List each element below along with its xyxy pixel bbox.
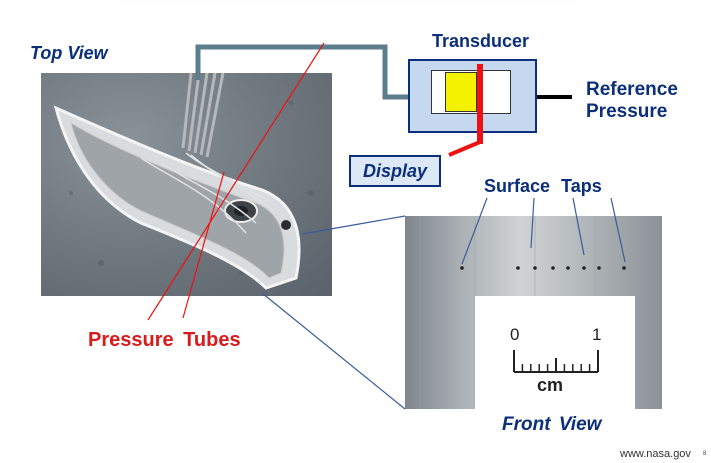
tap-hole (533, 266, 537, 270)
reference-label-line1: Reference (586, 79, 678, 100)
pressure-tube-pointer (182, 171, 225, 319)
pressure-tubes-label: Pressure Tubes (88, 329, 241, 351)
tap-pointer (461, 197, 488, 265)
display-connector (448, 140, 481, 157)
pressure-tube-pointer (147, 42, 325, 321)
footer-url[interactable]: www.nasa.gov (620, 448, 691, 460)
title-remnant (120, 0, 580, 4)
surface-taps-label: Surface Taps (484, 176, 602, 196)
tap-hole (566, 266, 570, 270)
tap-hole (516, 266, 520, 270)
callout-line (301, 215, 406, 235)
tap-pointer (610, 197, 626, 263)
tap-hole (551, 266, 555, 270)
blade-illustration (53, 73, 314, 290)
reference-label-line2: Pressure (586, 101, 668, 122)
scale-one-label: 1 (592, 325, 602, 344)
reference-pressure-label: Reference Pressure (586, 79, 678, 123)
tap-hole (582, 266, 586, 270)
tap-hole (460, 266, 464, 270)
tap-pointer (572, 197, 585, 256)
front-view-label: Front View (502, 414, 602, 435)
top-view-label: Top View (30, 43, 108, 63)
scale-card (475, 296, 635, 409)
callout-line (261, 292, 406, 410)
transducer-label: Transducer (432, 31, 530, 51)
scale-zero-label: 0 (510, 325, 520, 344)
pressure-tube-line (195, 44, 448, 100)
display-box: Display (349, 155, 441, 187)
page-number: 8 (703, 451, 707, 457)
tap-pointer (530, 197, 535, 249)
diaphragm-bar (477, 64, 483, 144)
scale-unit-label: cm (537, 375, 564, 395)
sensor-element (445, 72, 477, 112)
tap-hole (597, 266, 601, 270)
tap-hole (622, 266, 626, 270)
